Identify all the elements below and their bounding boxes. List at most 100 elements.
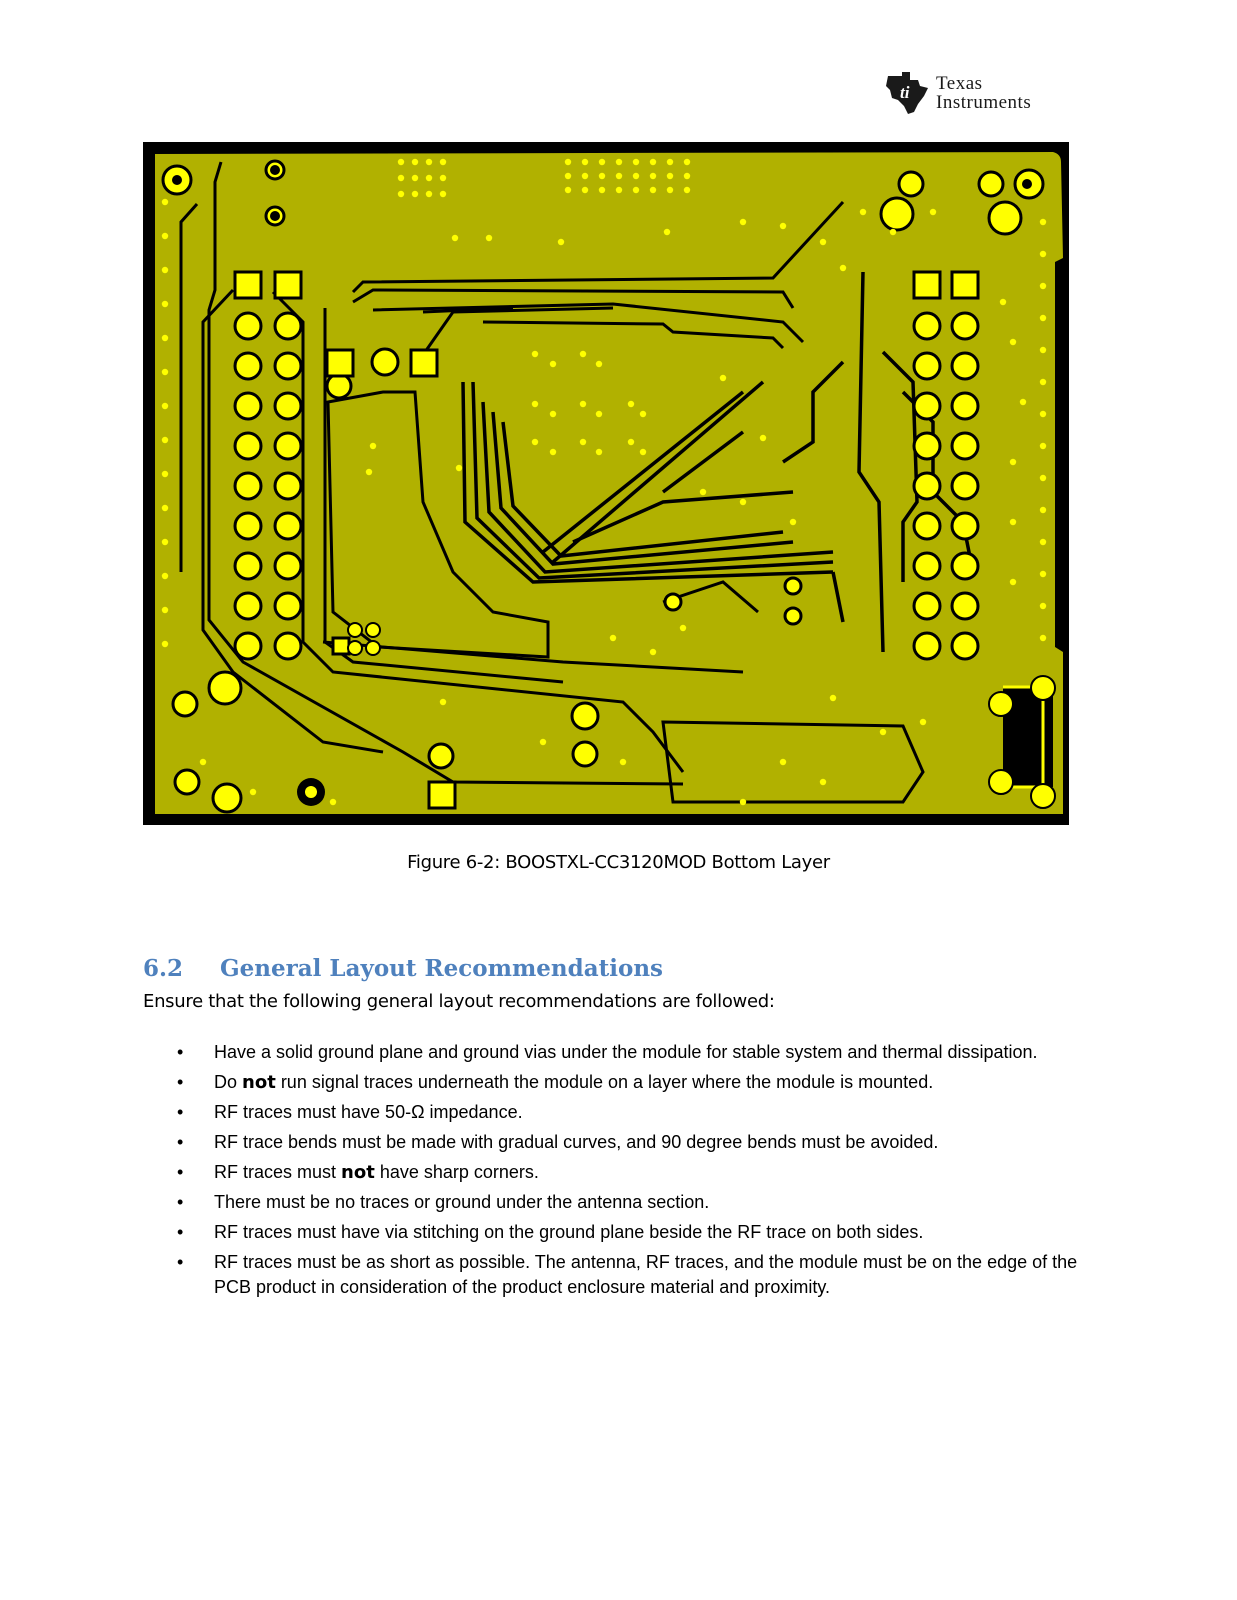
bullet-marker: • bbox=[177, 1222, 184, 1242]
header-pad bbox=[273, 551, 303, 581]
stitch-via bbox=[557, 238, 565, 246]
bullet-marker: • bbox=[177, 1102, 184, 1122]
stitch-via bbox=[779, 758, 787, 766]
bullet-marker: • bbox=[177, 1072, 184, 1092]
stitch-via bbox=[411, 158, 419, 166]
stitch-via bbox=[639, 448, 647, 456]
stitch-via bbox=[889, 228, 897, 236]
logo-wordmark: Texas Instruments bbox=[936, 74, 1031, 112]
stitch-via bbox=[161, 606, 169, 614]
header-pad bbox=[950, 511, 980, 541]
header-pad bbox=[273, 511, 303, 541]
recommendation-item: •There must be no traces or ground under… bbox=[143, 1190, 1083, 1215]
figure-caption: Figure 6-2: BOOSTXL-CC3120MOD Bottom Lay… bbox=[407, 852, 830, 873]
stitch-via bbox=[439, 158, 447, 166]
recommendation-list: •Have a solid ground plane and ground vi… bbox=[143, 1040, 1083, 1305]
item-text: run signal traces underneath the module … bbox=[275, 1072, 934, 1092]
header-pad bbox=[233, 511, 263, 541]
stitch-via bbox=[739, 498, 747, 506]
stitch-via bbox=[609, 634, 617, 642]
stitch-via bbox=[859, 208, 867, 216]
stitch-via bbox=[161, 300, 169, 308]
texas-state-ti-icon: ti bbox=[886, 72, 928, 114]
stitch-via bbox=[598, 172, 606, 180]
stitch-via bbox=[615, 186, 623, 194]
header-pad bbox=[273, 471, 303, 501]
stitch-via bbox=[439, 190, 447, 198]
stitch-via bbox=[161, 504, 169, 512]
stitch-via bbox=[1009, 338, 1017, 346]
via-pad bbox=[783, 606, 803, 626]
small-pad bbox=[347, 622, 363, 638]
bullet-marker: • bbox=[177, 1252, 184, 1272]
stitch-via bbox=[425, 158, 433, 166]
header-pad bbox=[950, 591, 980, 621]
section-intro: Ensure that the following general layout… bbox=[143, 991, 775, 1012]
stitch-via bbox=[531, 400, 539, 408]
stitch-via bbox=[397, 158, 405, 166]
item-text: Do bbox=[214, 1072, 243, 1092]
stitch-via bbox=[649, 186, 657, 194]
via-pad bbox=[783, 576, 803, 596]
stitch-via bbox=[639, 410, 647, 418]
item-text: RF traces must be as short as possible. … bbox=[214, 1252, 1078, 1297]
item-text: have sharp corners. bbox=[374, 1162, 539, 1182]
stitch-via bbox=[539, 738, 547, 746]
stitch-via bbox=[411, 190, 419, 198]
stitch-via bbox=[1039, 314, 1047, 322]
recommendation-item: •RF traces must have 50-Ω impedance. bbox=[143, 1100, 1083, 1125]
stitch-via bbox=[579, 350, 587, 358]
header-pad bbox=[950, 311, 980, 341]
header-pad bbox=[233, 591, 263, 621]
header-pad bbox=[273, 431, 303, 461]
small-pad bbox=[365, 640, 381, 656]
stitch-via bbox=[199, 758, 207, 766]
header-pad bbox=[912, 551, 942, 581]
via-pad bbox=[171, 690, 199, 718]
stitch-via bbox=[666, 158, 674, 166]
stitch-via bbox=[699, 488, 707, 496]
stitch-via bbox=[739, 218, 747, 226]
stitch-via bbox=[249, 788, 257, 796]
stitch-via bbox=[397, 174, 405, 182]
stitch-via bbox=[161, 198, 169, 206]
via-pad bbox=[570, 701, 600, 731]
header-pad bbox=[233, 311, 263, 341]
stitch-via bbox=[1039, 538, 1047, 546]
stitch-via bbox=[627, 438, 635, 446]
stitch-via bbox=[411, 174, 419, 182]
header-pad bbox=[912, 631, 942, 661]
header-square-pad bbox=[233, 270, 263, 300]
stitch-via bbox=[161, 232, 169, 240]
stitch-via bbox=[627, 400, 635, 408]
stitch-via bbox=[531, 350, 539, 358]
stitch-via bbox=[161, 538, 169, 546]
stitch-via bbox=[929, 208, 937, 216]
via-pad bbox=[207, 670, 243, 706]
via-pad bbox=[325, 372, 353, 400]
drill-hole bbox=[1022, 179, 1032, 189]
stitch-via bbox=[161, 334, 169, 342]
via-pad bbox=[571, 740, 599, 768]
stitch-via bbox=[161, 470, 169, 478]
via-pad bbox=[987, 200, 1023, 236]
via-pad bbox=[897, 170, 925, 198]
via-pad bbox=[977, 170, 1005, 198]
stitch-via bbox=[1009, 458, 1017, 466]
header-square-pad bbox=[273, 270, 303, 300]
header-pad bbox=[233, 431, 263, 461]
drill-hole bbox=[270, 211, 280, 221]
stitch-via bbox=[719, 374, 727, 382]
stitch-via bbox=[564, 172, 572, 180]
stitch-via bbox=[1039, 570, 1047, 578]
stitch-via bbox=[1039, 346, 1047, 354]
stitch-via bbox=[161, 572, 169, 580]
stitch-via bbox=[666, 186, 674, 194]
stitch-via bbox=[161, 266, 169, 274]
stitch-via bbox=[579, 438, 587, 446]
stitch-via bbox=[619, 758, 627, 766]
stitch-via bbox=[581, 158, 589, 166]
header-pad bbox=[233, 551, 263, 581]
header-pad bbox=[273, 311, 303, 341]
section-number: 6.2 bbox=[143, 955, 184, 982]
